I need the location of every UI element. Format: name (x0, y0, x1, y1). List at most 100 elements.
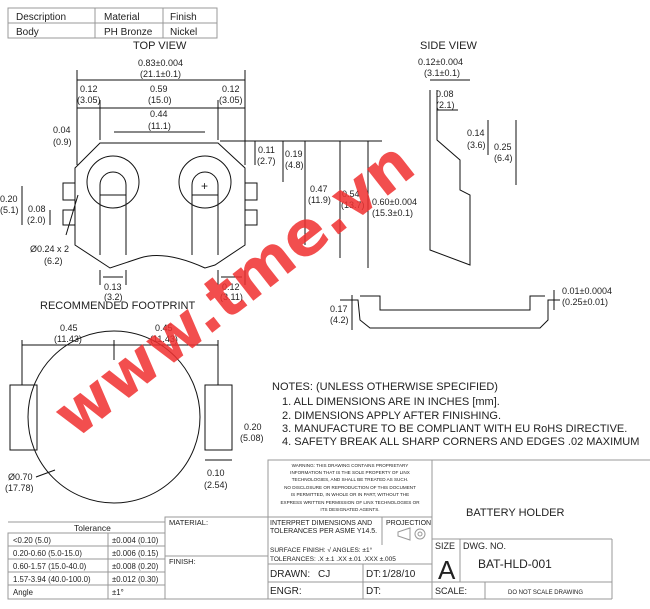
svg-text:(4.8): (4.8) (285, 160, 304, 170)
contact-ring-left (86, 155, 140, 209)
svg-text:0.54: 0.54 (342, 189, 360, 199)
svg-text:0.25: 0.25 (494, 142, 512, 152)
svg-text:(4.2): (4.2) (330, 315, 349, 325)
svg-text:A: A (438, 555, 456, 585)
svg-text:(5.08): (5.08) (240, 433, 264, 443)
top-view: TOP VIEW + 0.83±0.004 (21.1±0.1) 0.12( (0, 40, 417, 302)
svg-text:0.12: 0.12 (222, 84, 240, 94)
svg-text:(13.7): (13.7) (341, 200, 365, 210)
svg-text:0.10: 0.10 (207, 468, 225, 478)
svg-text:Tolerance: Tolerance (74, 523, 111, 533)
svg-text:(11.1): (11.1) (148, 121, 171, 131)
svg-text:±0.012 (0.30): ±0.012 (0.30) (112, 575, 159, 584)
svg-text:1/28/10: 1/28/10 (382, 569, 416, 580)
svg-text:DT:: DT: (366, 569, 381, 580)
svg-text:(2.0): (2.0) (27, 215, 46, 225)
svg-text:MATERIAL:: MATERIAL: (169, 518, 208, 527)
svg-text:WARNING: THIS DRAWING CONTAINS: WARNING: THIS DRAWING CONTAINS PROPRIETA… (292, 463, 409, 468)
svg-text:(2.7): (2.7) (257, 156, 276, 166)
svg-text:Angle: Angle (13, 588, 33, 597)
footprint-circle (27, 330, 201, 504)
svg-text:±0.006 (0.15): ±0.006 (0.15) (112, 549, 159, 558)
svg-text:3. MANUFACTURE TO BE COMPLIAN: 3. MANUFACTURE TO BE COMPLIANT WITH EU R… (282, 423, 627, 435)
svg-text:±1°: ±1° (112, 588, 124, 597)
svg-text:EXPRESS WRITTEN PERMISSION OF: EXPRESS WRITTEN PERMISSION OF LINX TECHN… (280, 500, 420, 505)
svg-text:0.01±0.0004: 0.01±0.0004 (562, 286, 612, 296)
parts-table: Description Material Finish Body PH Bron… (7, 7, 218, 39)
side-profile (429, 90, 471, 266)
svg-text:0.08: 0.08 (28, 204, 46, 214)
svg-text:ENGR:: ENGR: (270, 586, 302, 597)
svg-text:0.12: 0.12 (80, 84, 98, 94)
svg-text:0.60-1.57 (15.0-40.0): 0.60-1.57 (15.0-40.0) (13, 562, 87, 571)
svg-text:DRAWN:: DRAWN: (270, 569, 310, 580)
svg-text:TOLERANCES PER ASME Y14.5.: TOLERANCES PER ASME Y14.5. (270, 528, 377, 535)
svg-text:0.08: 0.08 (436, 89, 454, 99)
svg-text:TECHNOLOGIES, AND SHALL BE TRE: TECHNOLOGIES, AND SHALL BE TREATED AS SU… (292, 477, 409, 482)
svg-text:ITS DESIGNATED AGENTS.: ITS DESIGNATED AGENTS. (320, 507, 379, 512)
svg-text:0.47: 0.47 (310, 184, 328, 194)
notes: NOTES: (UNLESS OTHERWISE SPECIFIED) 1. A… (272, 381, 639, 448)
projection-symbol-icon (397, 527, 426, 541)
svg-text:(21.1±0.1): (21.1±0.1) (140, 69, 181, 79)
svg-text:(3.1±0.1): (3.1±0.1) (424, 68, 460, 78)
svg-text:<0.20 (5.0): <0.20 (5.0) (13, 536, 51, 545)
svg-text:0.11: 0.11 (258, 145, 275, 155)
drawing-title: BATTERY HOLDER (466, 507, 564, 519)
svg-text:Ø0.24 x 2: Ø0.24 x 2 (30, 244, 69, 254)
svg-text:1.57-3.94 (40.0-100.0): 1.57-3.94 (40.0-100.0) (13, 575, 91, 584)
footprint-pad-right (204, 384, 233, 451)
svg-text:(15.0): (15.0) (148, 95, 172, 105)
svg-text:±0.004 (0.10): ±0.004 (0.10) (112, 536, 159, 545)
svg-text:0.17: 0.17 (330, 304, 348, 314)
svg-text:TOLERANCES: .X ±.1 .XX ±.01: TOLERANCES: .X ±.1 .XX ±.01 .XXX ±.005 (270, 556, 396, 563)
svg-text:Ø0.70: Ø0.70 (8, 472, 33, 482)
svg-text:INTERPRET DIMENSIONS AND: INTERPRET DIMENSIONS AND (270, 520, 372, 527)
svg-text:0.83±0.004: 0.83±0.004 (138, 58, 183, 68)
svg-text:(0.9): (0.9) (53, 137, 72, 147)
contact-ring-right (178, 155, 232, 209)
svg-text:0.14: 0.14 (467, 128, 485, 138)
svg-text:NOTES: (UNLESS OTHERWISE SPECI: NOTES: (UNLESS OTHERWISE SPECIFIED) (272, 381, 498, 393)
svg-text:1. ALL DIMENSIONS ARE IN INCH: 1. ALL DIMENSIONS ARE IN INCHES [mm]. (282, 396, 500, 408)
svg-text:0.20: 0.20 (244, 422, 262, 432)
svg-text:IS PERMITTED, IN WHOLE OR IN P: IS PERMITTED, IN WHOLE OR IN PART, WITHO… (291, 492, 409, 497)
svg-text:0.44: 0.44 (150, 109, 168, 119)
svg-text:SCALE:: SCALE: (435, 586, 467, 596)
cell-nickel: Nickel (170, 27, 197, 38)
svg-text:(2.54): (2.54) (204, 480, 228, 490)
svg-text:0.12: 0.12 (222, 282, 240, 292)
svg-text:(11.9): (11.9) (308, 195, 331, 205)
svg-text:0.20: 0.20 (0, 194, 18, 204)
svg-text:(3.2): (3.2) (104, 292, 123, 302)
svg-text:PROJECTION:: PROJECTION: (386, 520, 433, 527)
svg-text:(6.4): (6.4) (494, 153, 513, 163)
svg-text:0.45: 0.45 (60, 323, 78, 333)
header-material: Material (104, 12, 140, 23)
svg-text:0.20-0.60 (5.0-15.0): 0.20-0.60 (5.0-15.0) (13, 549, 82, 558)
svg-text:0.45: 0.45 (155, 323, 173, 333)
svg-text:(5.1): (5.1) (0, 205, 19, 215)
svg-text:DWG. NO.: DWG. NO. (463, 541, 506, 551)
svg-text:0.60±0.004: 0.60±0.004 (372, 197, 417, 207)
svg-text:SURFACE FINISH: √ ANGLES: ±1°: SURFACE FINISH: √ ANGLES: ±1° (270, 546, 373, 554)
footprint-title: RECOMMENDED FOOTPRINT (40, 300, 196, 312)
svg-text:(3.05): (3.05) (77, 95, 101, 105)
top-view-title: TOP VIEW (133, 40, 187, 52)
svg-text:(15.3±0.1): (15.3±0.1) (372, 208, 413, 218)
side-view: SIDE VIEW 0.12±0.004(3.1±0.1) 0.08(2.1) … (330, 40, 612, 330)
svg-text:(17.78): (17.78) (5, 483, 34, 493)
svg-text:NO DISCLOSURE OR REPRODUCTION: NO DISCLOSURE OR REPRODUCTION OF THIS DO… (284, 485, 416, 490)
svg-text:SIZE: SIZE (435, 541, 455, 551)
svg-text:DO NOT SCALE DRAWING: DO NOT SCALE DRAWING (508, 590, 583, 596)
svg-text:+: + (201, 179, 208, 193)
svg-text:(3.11): (3.11) (220, 292, 243, 302)
cell-ph-bronze: PH Bronze (104, 27, 153, 38)
svg-text:4. SAFETY BREAK ALL SHARP COR: 4. SAFETY BREAK ALL SHARP CORNERS AND ED… (282, 436, 639, 448)
svg-text:INFORMATION THAT IS THE SOLE P: INFORMATION THAT IS THE SOLE PROPERTY OF… (290, 470, 410, 475)
svg-text:(0.25±0.01): (0.25±0.01) (562, 297, 608, 307)
svg-text:FINISH:: FINISH: (169, 557, 196, 566)
side-bottom-profile (340, 299, 560, 329)
header-description: Description (16, 12, 66, 23)
